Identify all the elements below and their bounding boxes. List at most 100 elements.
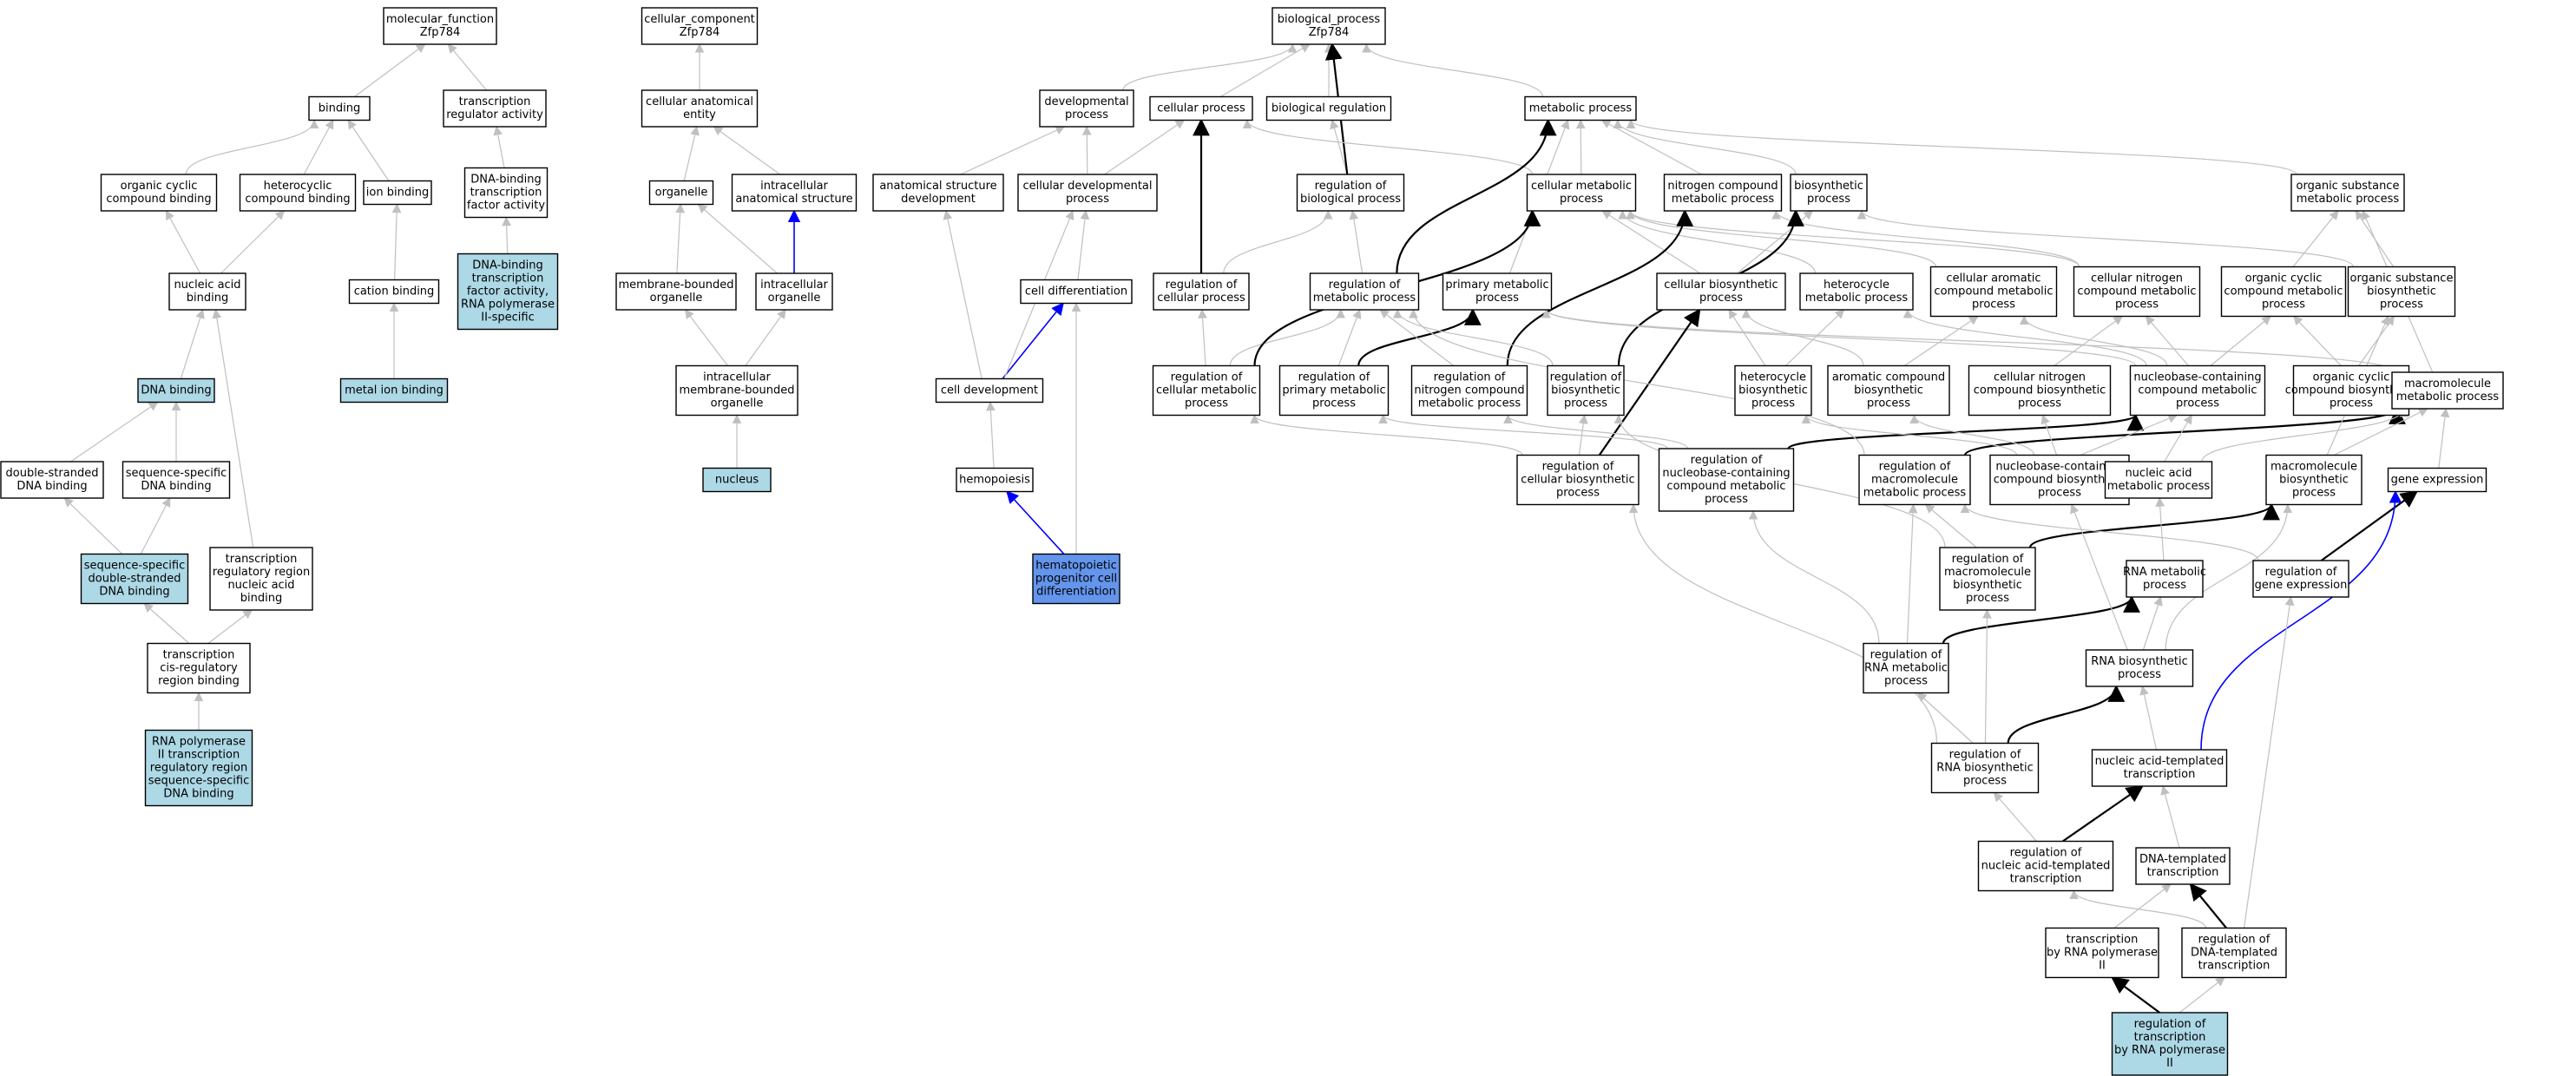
node-label-line: process — [2176, 397, 2219, 410]
go-term-node-dnab[interactable]: DNA binding — [137, 377, 215, 404]
go-term-node-bioreg[interactable]: biological regulation — [1265, 95, 1392, 121]
edge-nbcbp-to-hbp — [1801, 414, 2018, 456]
go-term-node-nucleus[interactable]: nucleus — [702, 467, 772, 493]
node-label-line: organelle — [768, 292, 821, 305]
node-box — [80, 553, 189, 605]
node-label-line: double-stranded — [6, 467, 99, 480]
node-box — [1663, 174, 1783, 212]
edge-tcrrb-to-ssdsdna — [143, 602, 190, 644]
node-label-line: progenitor cell — [1035, 573, 1117, 586]
node-label-line: sequence-specific — [148, 775, 249, 788]
go-term-node-rmbp[interactable]: regulation ofmacromoleculebiosyntheticpr… — [1939, 547, 2036, 611]
edge-rmmp-to-mmp — [1963, 407, 2406, 456]
go-term-node-organelle[interactable]: organelle — [648, 180, 714, 206]
node-label-line: development — [901, 193, 976, 206]
edge-rge-to-rmmp — [1960, 503, 2259, 561]
node-label-line: DNA-templated — [2139, 853, 2226, 866]
node-label-line: regulation of — [2265, 566, 2337, 579]
go-term-node-catb[interactable]: cation binding — [348, 279, 440, 305]
node-label-line: compound binding — [245, 193, 350, 206]
go-term-node-celldiff[interactable]: cell differentiation — [1020, 279, 1133, 305]
edge-osbp-to-biosp — [1856, 209, 2355, 267]
node-label-line: gene expression — [2391, 474, 2484, 487]
go-term-node-metp[interactable]: metabolic process — [1524, 95, 1637, 121]
edge-osmp-to-metp — [1626, 119, 2297, 175]
edge-trnap-to-dnat — [2113, 883, 2172, 928]
go-term-node-cellp[interactable]: cellular process — [1149, 95, 1253, 121]
go-term-node-metb[interactable]: metal ion binding — [339, 377, 449, 404]
go-term-node-hemo[interactable]: hemopoiesis — [956, 467, 1034, 493]
go-term-node-rnbcmp[interactable]: regulation ofnucleobase-containingcompou… — [1658, 448, 1795, 512]
go-term-node-ionb[interactable]: ion binding — [363, 180, 432, 206]
go-term-node-binding[interactable]: binding — [308, 95, 371, 121]
edge-rrnamp-to-rnamp — [1942, 595, 2140, 644]
go-term-node-celldev[interactable]: cell development — [935, 377, 1044, 404]
edge-rmp-to-rbp — [1349, 209, 1364, 274]
go-term-node-gexp[interactable]: gene expression — [2387, 467, 2487, 493]
